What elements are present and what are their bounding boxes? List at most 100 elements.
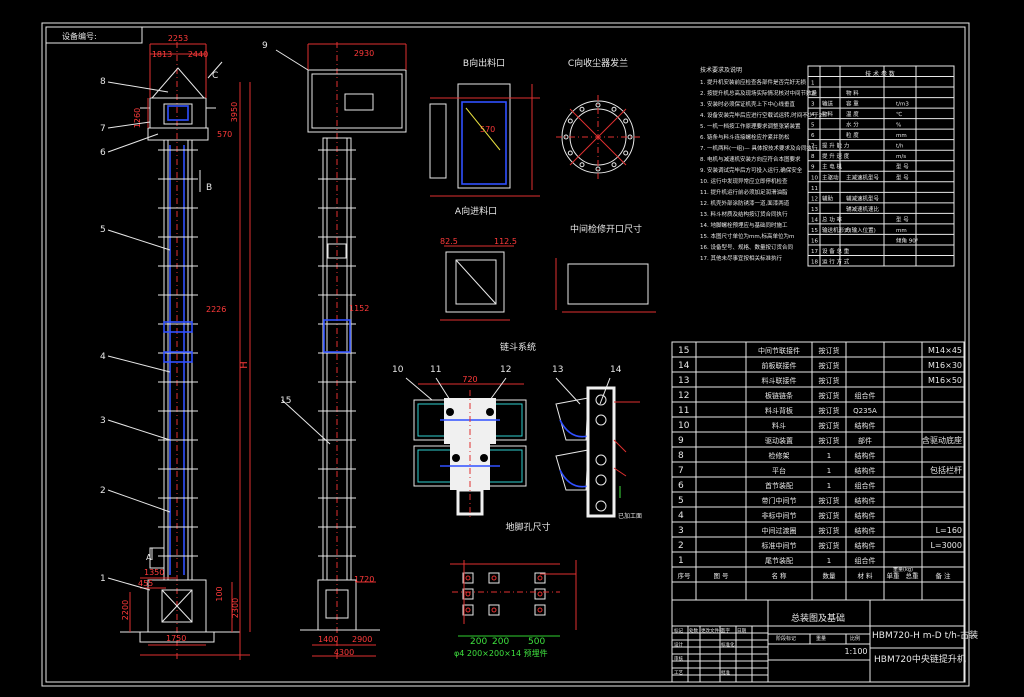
tech-row-no: 11: [811, 186, 818, 192]
note-line: 11. 提升机运行前必须加足润滑油脂: [700, 188, 788, 196]
tech-row-item: 温 度: [846, 110, 859, 118]
tb-label: 更改文件号: [701, 627, 724, 634]
tb-label: 设计: [674, 641, 683, 648]
tech-row-group: 主 电 机: [822, 163, 842, 171]
bom-material: 结构件: [855, 541, 876, 550]
bom-no: 10: [678, 421, 690, 431]
b-outlet-title: B向出料口: [463, 57, 505, 69]
side-view: 2930 1152 1720 1400 2900 4300: [275, 42, 407, 660]
bom-no: 1: [678, 556, 684, 566]
drawing-name: 总装图及基础: [791, 612, 845, 624]
bom-material: 结构件: [855, 421, 876, 430]
dim-side-3950: 3950: [230, 102, 239, 122]
note-line: 14. 地脚螺栓预埋应与基础同时施工: [700, 221, 788, 229]
tech-row-no: 17: [811, 249, 818, 255]
dim-mid-2226: 2226: [206, 305, 226, 314]
tech-row-no: 3: [811, 102, 815, 108]
dim-found-a: 200: [470, 637, 487, 647]
bom-qty: 按订货: [819, 526, 840, 535]
dim-mid-1152: 1152: [349, 304, 369, 313]
bom-header-cell: 材 料: [857, 571, 873, 580]
tech-row-unit: mm: [896, 133, 907, 139]
bom-name: 首节装配: [765, 481, 793, 490]
tb-label: 签字: [721, 627, 730, 634]
b-outlet-view: B向出料口 570: [429, 57, 540, 197]
bom-remark: L=3000: [930, 541, 962, 550]
balloon-10: 10: [392, 365, 404, 375]
balloon-5: 5: [100, 225, 106, 235]
tech-row-no: 1: [811, 81, 815, 87]
tech-row-group: 辅助: [822, 194, 834, 202]
dim-bottom-455: 455: [138, 579, 153, 588]
tech-row-unit: m/s: [896, 154, 906, 160]
bucket-system-view: 链斗系统 720: [405, 341, 536, 520]
flange-hole: [595, 102, 601, 108]
balloon-7: 7: [100, 124, 106, 134]
bom-qty: 按订货: [819, 436, 840, 445]
bom-no: 12: [678, 391, 689, 401]
tech-row-group: 物料: [822, 110, 834, 118]
tech-row-item: 辅减速机型号: [846, 194, 880, 202]
note-line: 5. 一机一档按工作原理要求调整张紧装置: [700, 122, 801, 130]
bom-remark: 包括栏杆: [930, 465, 962, 475]
anchor-hole: [465, 607, 471, 613]
note-line: 1. 提升机安装前应检查各部件是否完好无损: [700, 78, 806, 86]
tech-row-no: 10: [811, 175, 818, 181]
tech-row-no: 7: [811, 144, 815, 150]
dim-chain-720: 720: [462, 375, 477, 384]
note-line: 17. 其他未尽事宜按相关标准执行: [700, 254, 782, 262]
bom-no: 8: [678, 451, 684, 461]
bom-name: 平台: [772, 466, 786, 475]
bom-qty: 按订货: [819, 496, 840, 505]
tech-row-no: 4: [811, 112, 815, 118]
tech-row-no: 5: [811, 123, 815, 129]
drawing-code: HBM720-H m-D t/h-古装: [872, 629, 978, 641]
anchor-hole: [537, 607, 543, 613]
tech-row-unit: t/m3: [896, 102, 909, 108]
bom-weight-label: 重量(kg): [893, 566, 913, 573]
tech-row-no: 13: [811, 207, 818, 213]
bucket-system-title: 链斗系统: [500, 341, 536, 353]
balloon-4: 4: [100, 352, 106, 362]
bom-qty: 按订货: [819, 376, 840, 385]
balloon-15: 15: [280, 396, 291, 406]
balloon-11: 11: [430, 365, 441, 375]
anchor-hole: [465, 575, 471, 581]
dim-top-right: 2440: [188, 50, 208, 59]
dim-found-c: 500: [528, 637, 545, 647]
bom-no: 9: [678, 436, 684, 446]
bom-name: 尾节装配: [765, 556, 793, 565]
dim-right-1720: 1720: [354, 575, 374, 584]
note-line: 2. 按提升机总高及现场实际情况核对中间节数量: [700, 89, 817, 97]
bom-name: 中间过渡圈: [762, 526, 797, 535]
dim-bottom-1750: 1750: [166, 634, 186, 643]
bom-no: 2: [678, 541, 684, 551]
dim-a-inlet-825: 82.5: [440, 237, 458, 246]
balloon-9: 9: [262, 41, 268, 51]
bom-header-cell: 序号: [678, 571, 692, 580]
flange-hole: [627, 134, 633, 140]
note-line: 4. 设备安装完毕后应进行空载试运转,时间不少于2h: [700, 111, 826, 119]
dim-right-1400: 1400: [318, 635, 338, 644]
found-plate-label: φ4 200×200×14 预埋件: [454, 648, 548, 658]
bom-header-cell: 图 号: [713, 572, 729, 580]
tb-label: 批准: [721, 669, 730, 676]
bom-material: 结构件: [855, 526, 876, 535]
arrow-a-label: A: [146, 553, 152, 562]
bom-material: 部件: [858, 436, 872, 445]
dim-height-H: H: [239, 361, 250, 369]
bom-material: Q235A: [853, 407, 877, 415]
tech-row-unit: 型 号: [896, 173, 909, 181]
bom-remark: L=160: [936, 526, 962, 535]
balloon-2: 2: [100, 486, 106, 496]
tech-row-item: 水 分: [846, 121, 859, 129]
bom-no: 11: [678, 406, 689, 416]
tech-row-item: H: [846, 228, 850, 234]
anchor-plate: [534, 588, 546, 600]
bom-no: 14: [678, 361, 690, 371]
bom-qty: 1: [827, 452, 831, 460]
title-block: 标记处数更改文件号签字日期设计审核工艺标准化批准 总装图及基础 HBM720-H…: [671, 599, 978, 683]
note-line: 13. 料斗材质及结构按订货合同执行: [700, 210, 788, 218]
anchor-plate: [534, 572, 546, 584]
